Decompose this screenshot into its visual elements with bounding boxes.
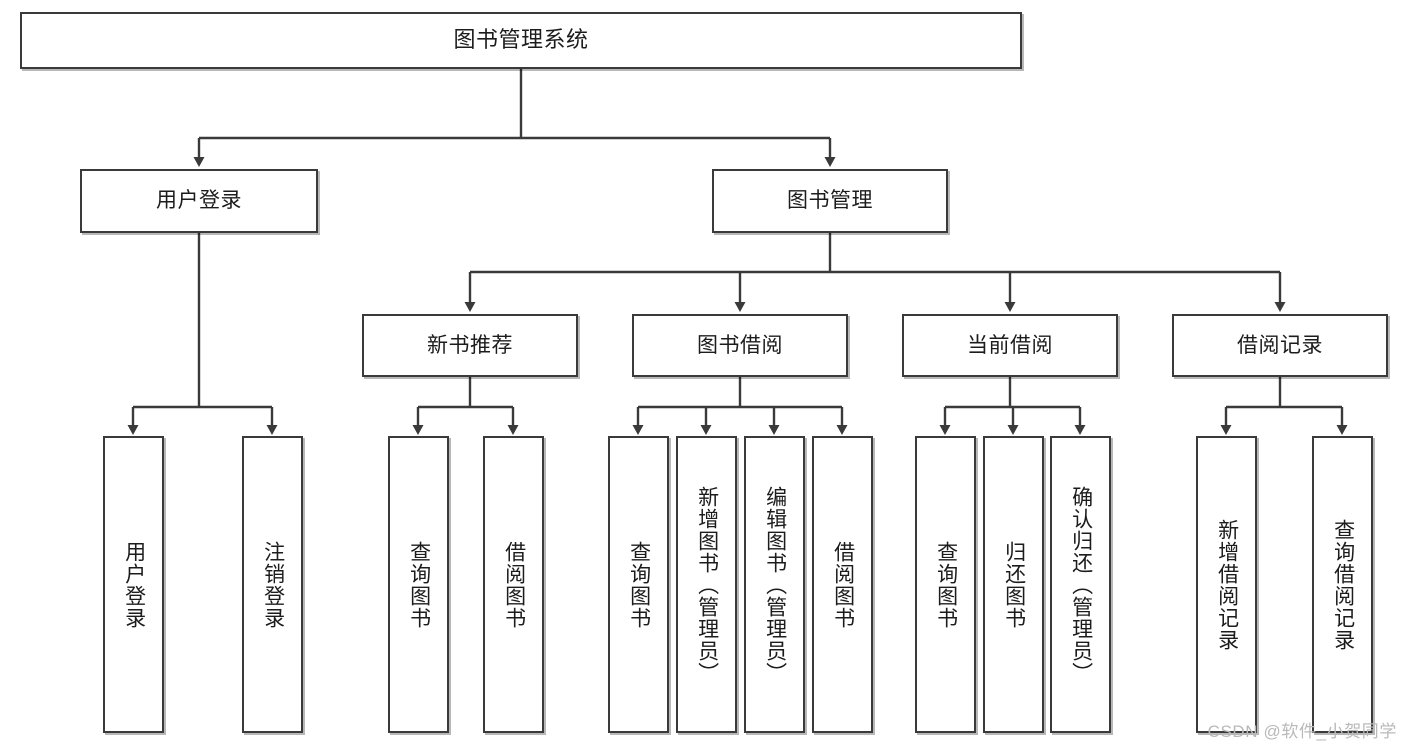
leaf-edit-book[interactable]: 编辑图书（管理员） xyxy=(744,436,805,733)
leaf-borrow-book-2[interactable]: 借阅图书 xyxy=(812,436,873,733)
node-label: 新增借阅记录 xyxy=(1215,518,1239,651)
node-root[interactable]: 图书管理系统 xyxy=(20,12,1022,69)
leaf-user-logout[interactable]: 注销登录 xyxy=(242,436,303,733)
node-label: 借阅图书 xyxy=(502,540,526,629)
node-label: 用户登录 xyxy=(156,189,242,213)
node-label: 借阅图书 xyxy=(831,540,855,629)
node-label: 借阅记录 xyxy=(1237,333,1323,357)
node-label: 确认归还（管理员） xyxy=(1069,485,1093,684)
leaf-query-book-2[interactable]: 查询图书 xyxy=(608,436,669,733)
node-label: 查询图书 xyxy=(407,540,431,629)
leaf-return-book[interactable]: 归还图书 xyxy=(983,436,1044,733)
node-label: 归还图书 xyxy=(1002,540,1026,629)
node-current-borrow[interactable]: 当前借阅 xyxy=(902,314,1118,377)
leaf-query-book-1[interactable]: 查询图书 xyxy=(388,436,449,733)
node-user-login[interactable]: 用户登录 xyxy=(80,169,318,233)
node-label: 当前借阅 xyxy=(967,333,1053,357)
node-book-manage[interactable]: 图书管理 xyxy=(712,169,948,233)
node-label: 图书借阅 xyxy=(697,333,783,357)
node-label: 图书管理 xyxy=(787,189,873,213)
node-label: 图书管理系统 xyxy=(453,27,589,53)
node-label: 用户登录 xyxy=(122,540,146,629)
node-label: 查询借阅记录 xyxy=(1331,518,1355,651)
leaf-user-login[interactable]: 用户登录 xyxy=(103,436,164,733)
node-label: 编辑图书（管理员） xyxy=(763,485,787,684)
leaf-confirm-return[interactable]: 确认归还（管理员） xyxy=(1050,436,1111,733)
watermark-text: CSDN @软件_小贺同学 xyxy=(1207,722,1397,741)
node-label: 新增图书（管理员） xyxy=(695,485,719,684)
node-label: 新书推荐 xyxy=(427,333,513,357)
node-label: 查询图书 xyxy=(627,540,651,629)
leaf-query-record[interactable]: 查询借阅记录 xyxy=(1312,436,1373,733)
leaf-add-record[interactable]: 新增借阅记录 xyxy=(1196,436,1257,733)
node-new-book-rec[interactable]: 新书推荐 xyxy=(362,314,578,377)
node-book-borrow[interactable]: 图书借阅 xyxy=(632,314,848,377)
node-label: 注销登录 xyxy=(261,540,285,629)
leaf-borrow-book-1[interactable]: 借阅图书 xyxy=(483,436,544,733)
leaf-query-book-3[interactable]: 查询图书 xyxy=(915,436,976,733)
leaf-add-book[interactable]: 新增图书（管理员） xyxy=(676,436,737,733)
node-borrow-record[interactable]: 借阅记录 xyxy=(1172,314,1388,377)
node-label: 查询图书 xyxy=(934,540,958,629)
